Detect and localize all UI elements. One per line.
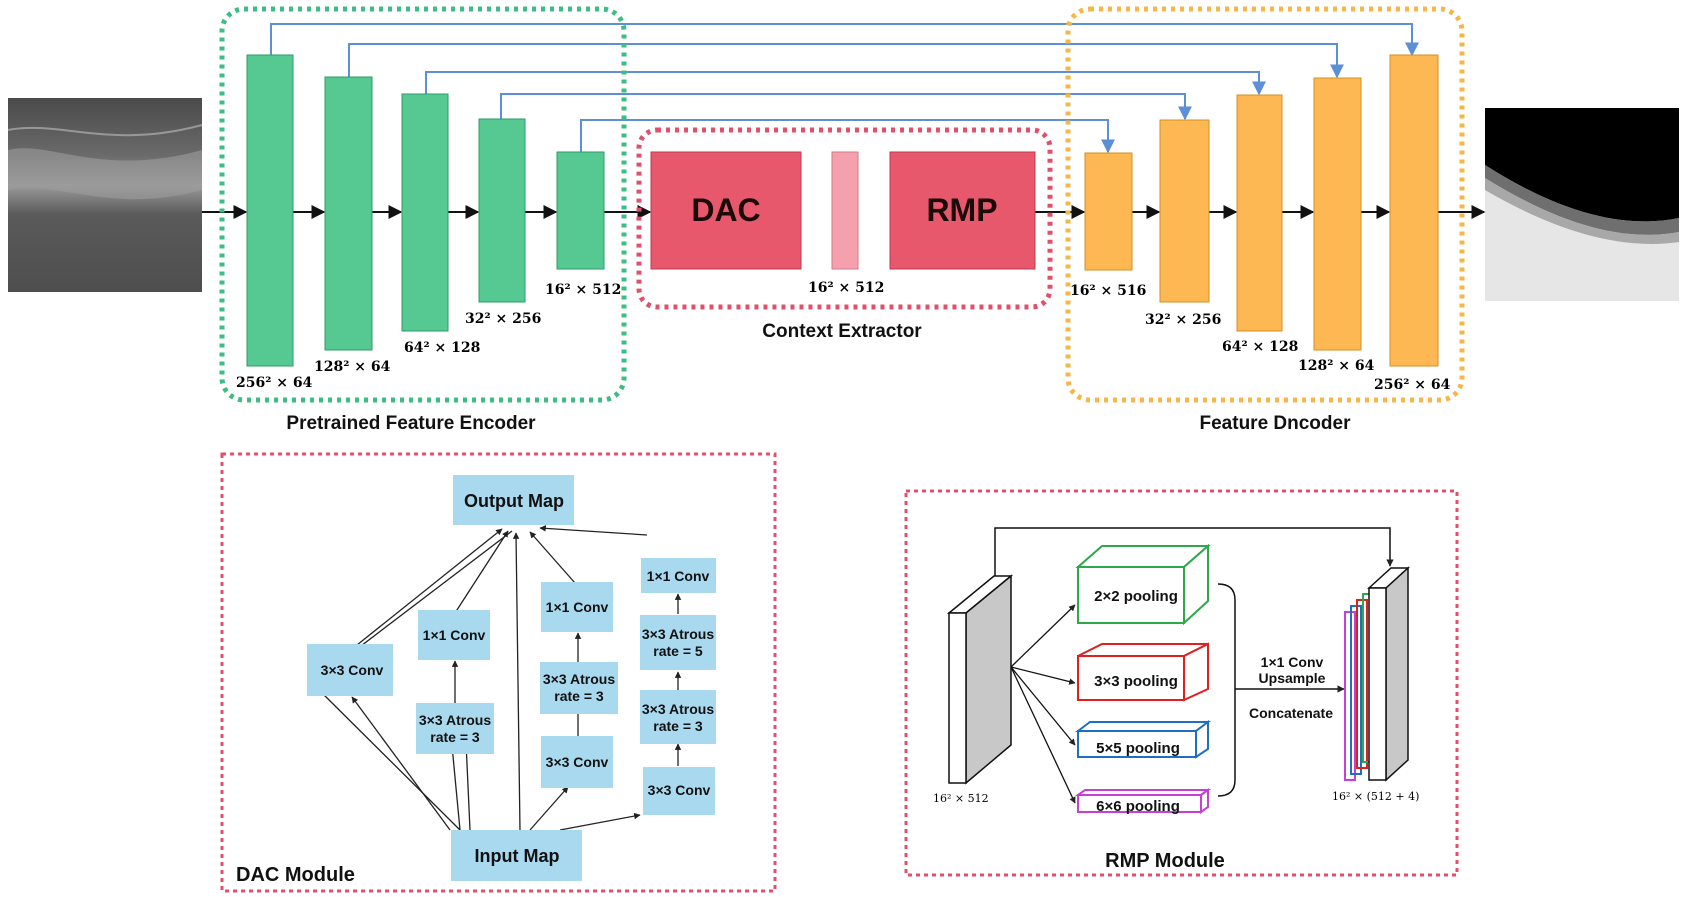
rmp-input-slab — [946, 574, 1014, 785]
rmp-block — [889, 151, 1036, 270]
output-segmentation-image — [1485, 108, 1679, 301]
pool-2x2-label: 2×2 pooling — [1094, 588, 1178, 605]
input-oct-image — [7, 98, 203, 292]
pool-3x3-label: 3×3 pooling — [1094, 673, 1178, 690]
atrous3-label-b1: 3×3 Atrous — [543, 671, 615, 687]
encoder-bar-3 — [401, 93, 449, 332]
atrous5-label-2: rate = 5 — [653, 643, 703, 659]
rmp-module-title: RMP Module — [1105, 850, 1225, 872]
conv3-box-c — [643, 767, 715, 815]
conv1-label-a: 1×1 Conv — [423, 627, 486, 643]
rmp-block-label: RMP — [926, 192, 997, 228]
output-map-box — [453, 475, 574, 525]
conv1-box-c — [641, 558, 716, 593]
encoder-bars — [246, 54, 605, 367]
dac-block-label: DAC — [691, 192, 760, 228]
input-map-box — [451, 830, 582, 881]
encoder-bar-1 — [246, 54, 294, 367]
output-map-label: Output Map — [464, 491, 564, 511]
input-map-label: Input Map — [475, 846, 560, 866]
pool-5x5-label: 5×5 pooling — [1096, 740, 1180, 757]
dac-module-title: DAC Module — [236, 864, 355, 886]
rmp-in-dim: 16² × 512 — [933, 792, 989, 805]
conv3-box-b — [541, 736, 613, 788]
encoder-bar-2 — [324, 76, 373, 351]
rmp-skip-arrow — [994, 527, 1394, 576]
decoder-bar-5 — [1389, 54, 1439, 367]
conv1-box-b — [541, 582, 613, 632]
rmp-upsample-label: Upsample — [1259, 670, 1326, 686]
encoder-bar-4 — [478, 118, 526, 303]
decoder-bar-2 — [1159, 119, 1210, 303]
rmp-conv-label: 1×1 Conv — [1261, 654, 1324, 670]
rmp-output-stack — [1344, 566, 1410, 782]
pool-2x2 — [1075, 543, 1211, 626]
conv3-box-a — [307, 644, 393, 696]
conv1-label-b: 1×1 Conv — [546, 599, 609, 615]
rmp-out-dim: 16² × (512 + 4) — [1332, 790, 1419, 803]
decoder-group-box — [1065, 6, 1465, 403]
pool-6x6 — [1074, 788, 1212, 814]
decoder-bar-3 — [1236, 94, 1283, 332]
encoder-bar-5 — [556, 151, 605, 270]
middle-bar — [831, 151, 859, 270]
context-group-box — [636, 127, 1053, 310]
dac-module-box — [220, 452, 777, 893]
pool-5x5 — [1075, 720, 1211, 759]
decoder-dim-3: 64² × 128 — [1222, 339, 1298, 355]
conv1-box-a — [418, 610, 490, 660]
context-extractor-title: Context Extractor — [762, 321, 922, 342]
encoder-title: Pretrained Feature Encoder — [286, 413, 536, 434]
context-blocks — [650, 151, 1036, 270]
middle-dim: 16² × 512 — [808, 280, 884, 296]
decoder-dim-5: 256² × 64 — [1374, 377, 1451, 393]
conv3-label-b: 3×3 Conv — [546, 754, 609, 770]
decoder-dim-2: 32² × 256 — [1145, 312, 1221, 328]
rmp-split-arrows — [1010, 604, 1076, 804]
rmp-brace — [1217, 583, 1236, 797]
decoder-dim-4: 128² × 64 — [1298, 358, 1375, 374]
encoder-dim-3: 64² × 128 — [404, 340, 480, 356]
rmp-concat-label: Concatenate — [1249, 705, 1333, 721]
atrous3-label-c1: 3×3 Atrous — [642, 701, 714, 717]
decoder-bars — [1084, 54, 1439, 367]
conv3-label-c: 3×3 Conv — [648, 782, 711, 798]
decoder-bar-1 — [1084, 152, 1133, 271]
dac-boxes — [307, 475, 716, 881]
encoder-dim-1: 256² × 64 — [236, 375, 313, 391]
atrous3-label-a1: 3×3 Atrous — [419, 712, 491, 728]
atrous3-box-a — [416, 703, 494, 754]
decoder-bar-4 — [1313, 77, 1362, 351]
dac-block — [650, 151, 802, 270]
atrous3-label-b2: rate = 3 — [554, 688, 604, 704]
skip-connections — [270, 23, 1419, 154]
atrous5-box — [640, 615, 716, 670]
atrous3-box-c — [640, 690, 716, 744]
decoder-dim-1: 16² × 516 — [1070, 283, 1146, 299]
decoder-title: Feature Dncoder — [1200, 413, 1352, 434]
encoder-dim-2: 128² × 64 — [314, 359, 391, 375]
atrous3-box-b — [540, 662, 618, 714]
atrous5-label-1: 3×3 Atrous — [642, 626, 714, 642]
conv3-label-a: 3×3 Conv — [321, 662, 384, 678]
pool-6x6-label: 6×6 pooling — [1096, 798, 1180, 815]
rmp-module-box — [904, 489, 1459, 877]
encoder-dim-4: 32² × 256 — [465, 311, 541, 327]
conv1-label-c: 1×1 Conv — [647, 568, 710, 584]
pool-3x3 — [1077, 642, 1209, 702]
atrous3-label-a2: rate = 3 — [430, 729, 480, 745]
atrous3-label-c2: rate = 3 — [653, 718, 703, 734]
encoder-dim-5: 16² × 512 — [545, 282, 621, 298]
